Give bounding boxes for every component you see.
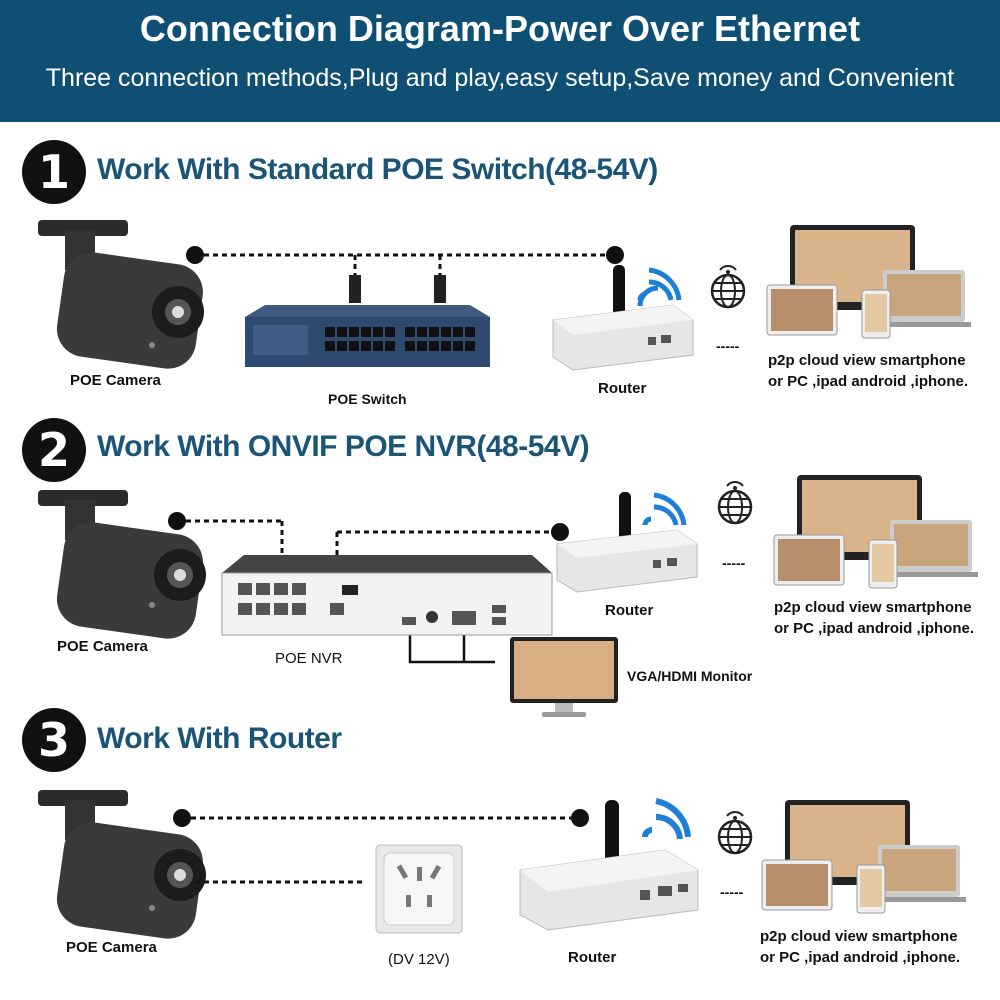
camera-label: POE Camera	[66, 939, 157, 956]
wifi-icon	[637, 267, 682, 307]
cloud-line-2: or PC ,ipad android ,iphone.	[774, 620, 975, 637]
power-outlet-icon	[375, 844, 463, 934]
outlet-label: (DV 12V)	[388, 951, 450, 968]
cloud-line-2: or PC ,ipad android ,iphone.	[768, 373, 969, 390]
dashes: -----	[722, 555, 746, 571]
camera-icon	[38, 790, 206, 939]
camera-icon	[38, 220, 204, 369]
globe-icon	[710, 265, 746, 309]
devices-icon	[773, 475, 978, 589]
section-2-heading: Work With ONVIF POE NVR(48-54V)	[97, 430, 590, 463]
router-label: Router	[605, 602, 654, 619]
camera-label: POE Camera	[57, 638, 148, 655]
camera-icon	[38, 490, 206, 639]
router-icon	[556, 492, 698, 593]
dashes: -----	[720, 884, 744, 900]
globe-icon	[717, 481, 753, 525]
switch-icon	[245, 305, 490, 367]
nvr-label: POE NVR	[275, 650, 343, 667]
header-banner: Connection Diagram-Power Over Ethernet T…	[0, 0, 1000, 122]
section-1-number: 1	[22, 140, 86, 204]
page-subtitle: Three connection methods,Plug and play,e…	[45, 64, 955, 92]
section-2-number: 2	[22, 418, 86, 482]
cloud-line-1: p2p cloud view smartphone	[768, 352, 966, 369]
cloud-line-2: or PC ,ipad android ,iphone.	[760, 949, 961, 966]
router-label: Router	[568, 949, 617, 966]
page-title: Connection Diagram-Power Over Ethernet	[139, 8, 861, 49]
wifi-icon	[642, 798, 691, 840]
section-3-heading: Work With Router	[97, 722, 342, 755]
monitor-label: VGA/HDMI Monitor	[627, 668, 753, 684]
nvr-icon	[221, 555, 553, 636]
dashes: -----	[716, 338, 740, 354]
monitor-icon	[510, 637, 618, 717]
devices-icon	[761, 800, 966, 914]
devices-icon	[766, 225, 971, 339]
router-icon	[519, 800, 699, 931]
switch-label: POE Switch	[328, 391, 407, 407]
cloud-line-1: p2p cloud view smartphone	[774, 599, 972, 616]
camera-label: POE Camera	[70, 372, 161, 389]
globe-icon	[717, 811, 753, 855]
router-icon	[552, 265, 694, 371]
router-label: Router	[598, 380, 647, 397]
section-1-heading: Work With Standard POE Switch(48-54V)	[97, 153, 658, 186]
cloud-line-1: p2p cloud view smartphone	[760, 928, 958, 945]
wifi-icon	[642, 492, 687, 526]
section-3-number: 3	[22, 708, 86, 772]
